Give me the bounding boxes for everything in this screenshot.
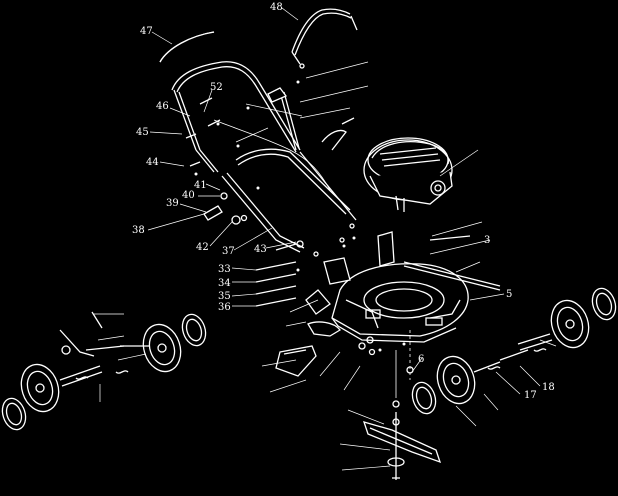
callout-17: 17 [524, 390, 537, 401]
leader-lines [94, 7, 557, 471]
callout-39: 39 [166, 198, 179, 209]
centre-hardware [358, 336, 414, 374]
callout-34: 34 [218, 278, 231, 289]
callout-52: 52 [210, 82, 223, 93]
callout-37: 37 [222, 246, 235, 257]
callout-35: 35 [218, 291, 231, 302]
callout-33: 33 [218, 264, 231, 275]
spacer-stack [255, 261, 297, 307]
front-left-wheels [59, 311, 207, 373]
callout-3: 3 [484, 235, 490, 246]
callout-18: 18 [542, 382, 555, 393]
callout-36: 36 [218, 302, 231, 313]
upper-handle [171, 61, 301, 173]
callout-47: 47 [140, 26, 153, 37]
callout-41: 41 [194, 180, 207, 191]
callout-46: 46 [156, 101, 169, 112]
throttle-lever [267, 87, 355, 151]
lower-handle [221, 148, 357, 253]
callout-6: 6 [418, 354, 424, 365]
blade-assembly [362, 330, 442, 480]
hardware-points [194, 80, 406, 352]
height-adjust-brackets [275, 231, 395, 377]
throttle-cable [213, 91, 331, 191]
callout-5: 5 [506, 289, 512, 300]
hardware-bolts [185, 97, 355, 257]
rear-right-wheels [517, 287, 617, 352]
rear-axle [403, 235, 501, 291]
callout-labels: 48 47 52 46 45 44 41 40 39 38 42 37 43 3… [132, 2, 555, 401]
handle-grip [159, 31, 215, 63]
front-right-wheels [411, 349, 529, 415]
callout-44: 44 [146, 157, 159, 168]
callout-45: 45 [136, 127, 149, 138]
bail-bar [291, 8, 358, 69]
callout-43: 43 [254, 244, 267, 255]
rear-left-wheels [1, 363, 129, 431]
callout-42: 42 [196, 242, 209, 253]
engine [363, 137, 453, 212]
callout-40: 40 [182, 190, 195, 201]
mower-deck [331, 263, 469, 343]
callout-38: 38 [132, 225, 145, 236]
callout-48: 48 [270, 2, 283, 13]
